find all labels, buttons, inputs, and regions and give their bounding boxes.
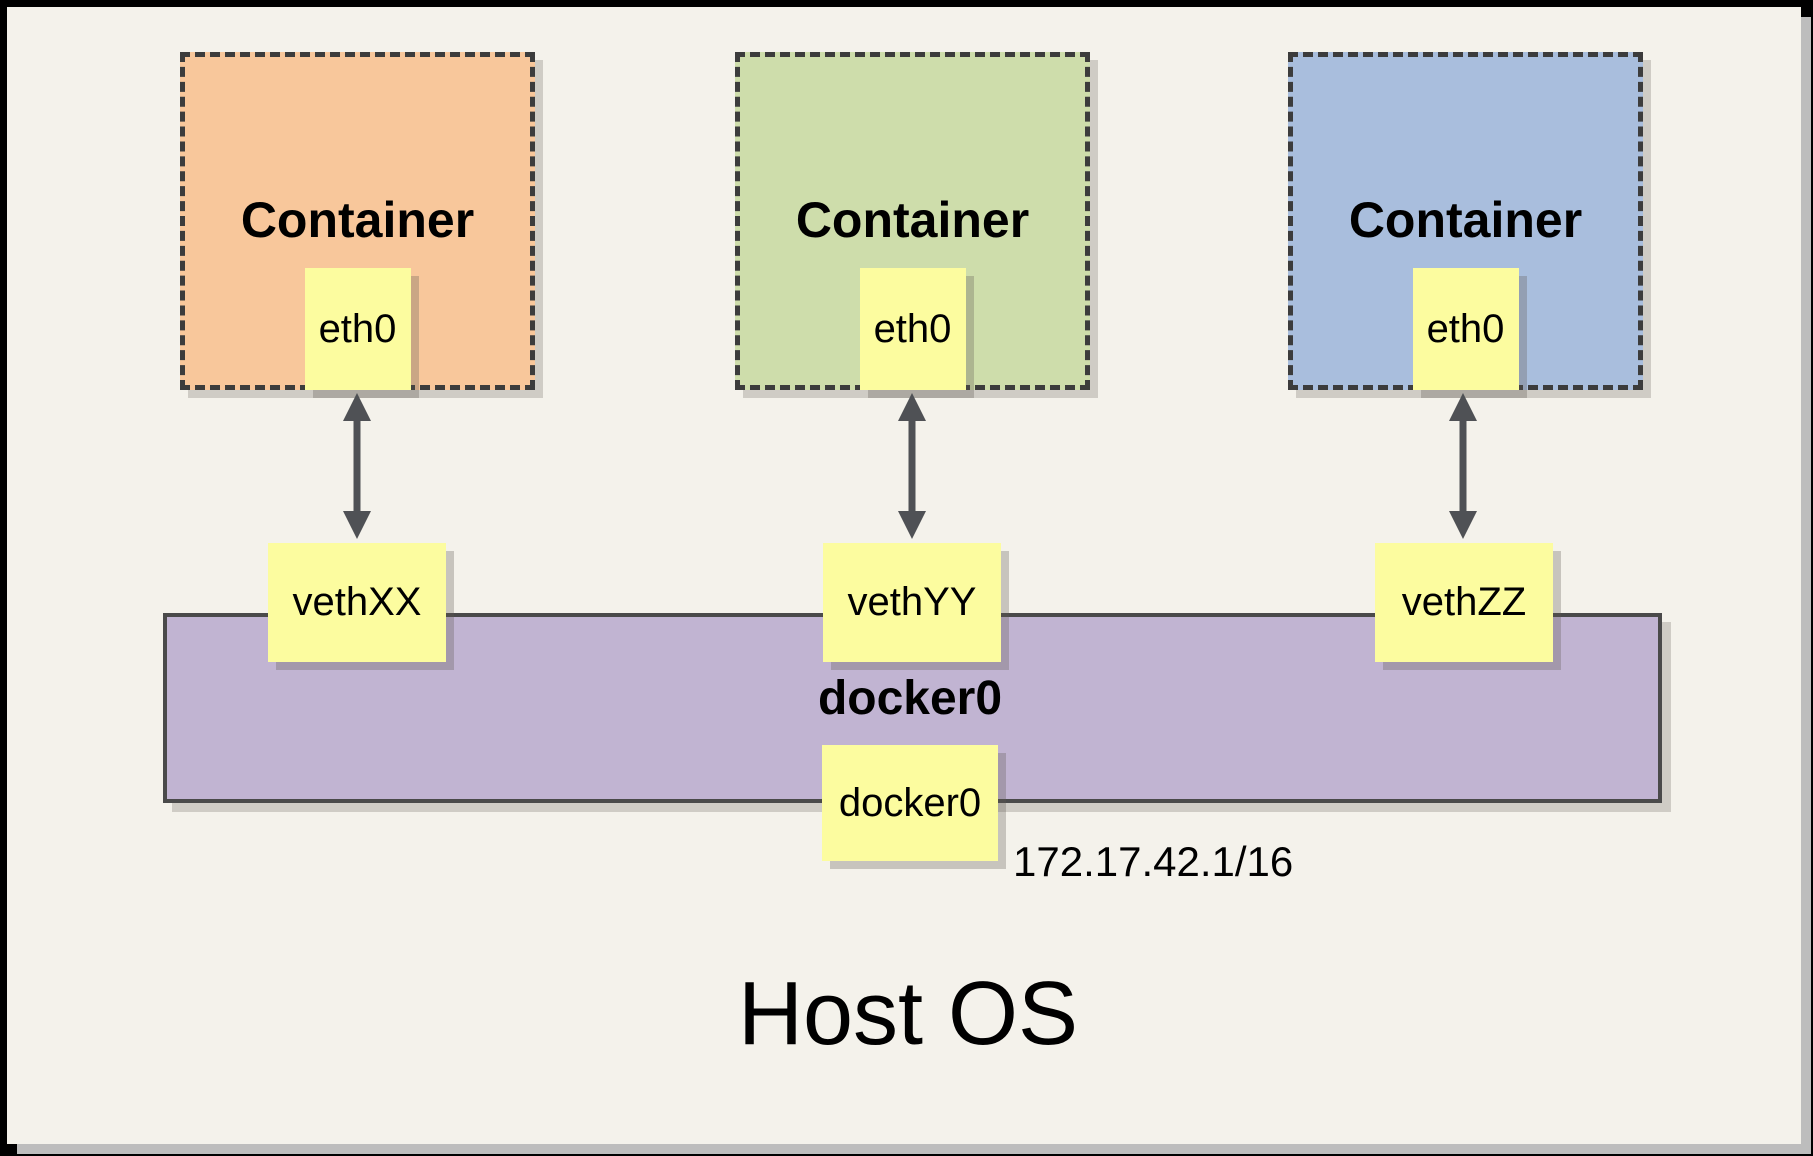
- container-label: Container: [795, 192, 1030, 248]
- container-box-1: Container eth0: [180, 52, 535, 390]
- docker0-label: docker0: [838, 780, 982, 825]
- container-label: Container: [240, 192, 475, 248]
- veth-interface-box: vethXX: [268, 543, 446, 662]
- veth-label: vethXX: [292, 580, 422, 624]
- veth-label: vethZZ: [1401, 580, 1527, 624]
- veth-interface-box: vethYY: [823, 543, 1001, 662]
- container-label: Container: [1348, 192, 1583, 248]
- eth0-label: eth0: [873, 306, 952, 351]
- veth-interface-box: vethZZ: [1375, 543, 1553, 662]
- eth0-interface-box: eth0: [304, 268, 411, 390]
- eth0-interface-box: eth0: [1412, 268, 1519, 390]
- docker0-interface-box: docker0: [822, 745, 998, 861]
- container-box-3: Container eth0: [1288, 52, 1643, 390]
- eth0-label: eth0: [318, 306, 397, 351]
- double-arrow-icon: [343, 393, 371, 539]
- double-arrow-icon: [1449, 393, 1477, 539]
- double-arrow-icon: [898, 393, 926, 539]
- host-os-label: Host OS: [737, 964, 1079, 1064]
- docker0-bridge-label: docker0: [817, 672, 1003, 725]
- eth0-label: eth0: [1426, 306, 1505, 351]
- veth-label: vethYY: [847, 580, 977, 624]
- host-os-canvas: Container eth0 Container eth0 Container …: [7, 7, 1801, 1144]
- container-box-2: Container eth0: [735, 52, 1090, 390]
- eth0-interface-box: eth0: [859, 268, 966, 390]
- docker0-ip-label: 172.17.42.1/16: [1013, 838, 1294, 885]
